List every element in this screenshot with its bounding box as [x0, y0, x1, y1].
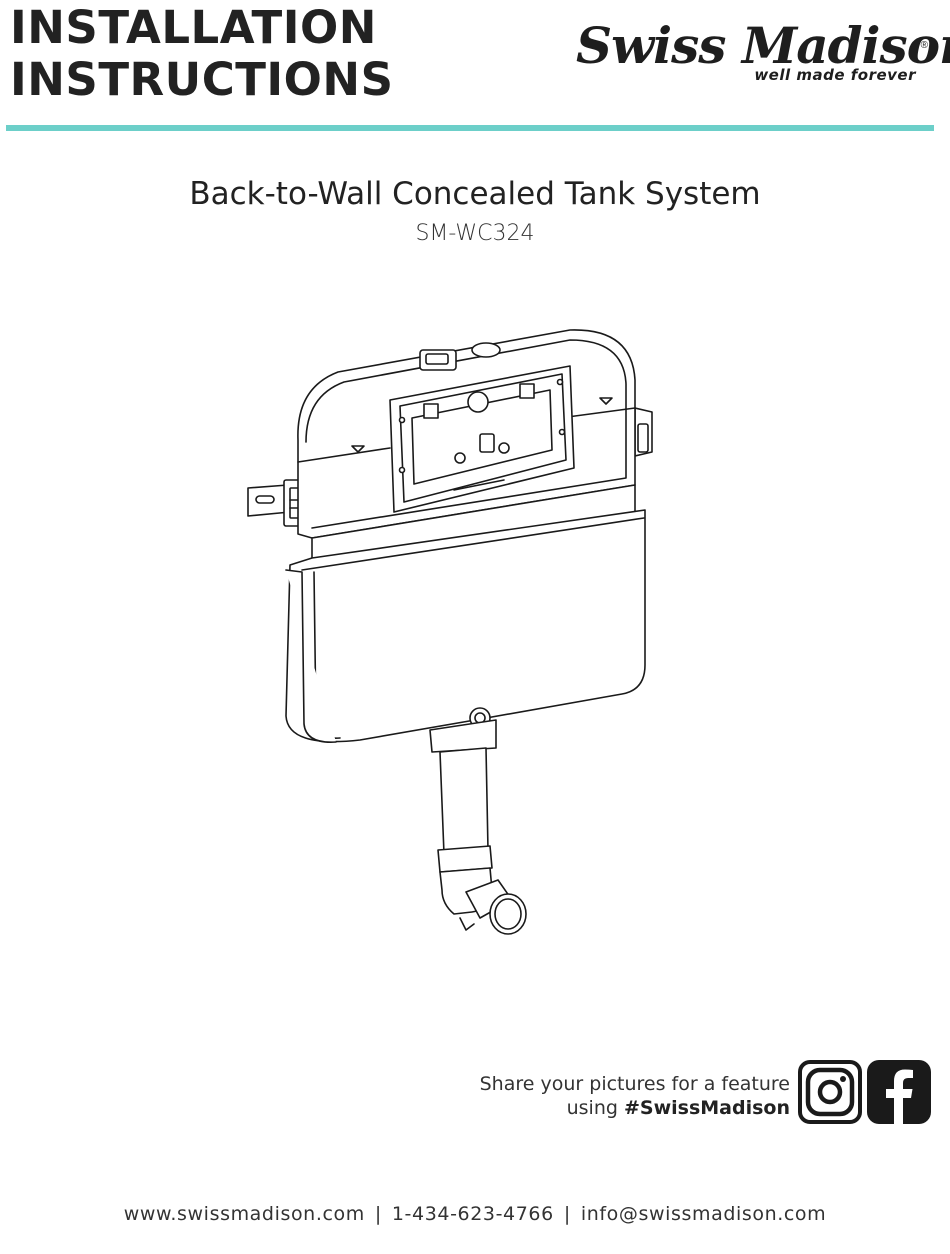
page-title-line-2: INSTRUCTIONS [10, 53, 394, 106]
share-line-1: Share your pictures for a feature [479, 1073, 790, 1095]
share-message: Share your pictures for a feature using … [480, 1072, 790, 1120]
registered-mark: ® [920, 40, 928, 51]
brand-logo-name: Swiss Madison [576, 16, 950, 75]
page-title-line-1: INSTALLATION [10, 1, 377, 54]
instagram-icon[interactable] [798, 1060, 862, 1124]
brand-tagline: well made forever [754, 66, 916, 84]
footer-contact: www.swissmadison.com | 1-434-623-4766 | info… [0, 1203, 950, 1225]
brand-logo: Swiss Madison ® well made forever [576, 16, 950, 88]
concealed-tank-illustration [247, 329, 653, 935]
footer-separator: | [563, 1203, 571, 1225]
footer-separator: | [374, 1203, 382, 1225]
hashtag: #SwissMadison [623, 1097, 790, 1119]
model-number: SM-WC324 [415, 221, 535, 246]
share-line-2: using #SwissMadison [480, 1096, 790, 1120]
share-line-2-prefix: using [566, 1097, 624, 1119]
outlet-pipe [429, 719, 527, 935]
right-wall-bracket [634, 407, 653, 457]
flush-plate-frame [389, 365, 575, 513]
footer-website[interactable]: www.swissmadison.com [123, 1203, 365, 1225]
header-divider [6, 125, 934, 131]
page-title: INSTALLATION INSTRUCTIONS [10, 2, 394, 106]
facebook-icon[interactable] [867, 1060, 931, 1124]
footer-phone[interactable]: 1-434-623-4766 [391, 1203, 554, 1225]
footer-email[interactable]: info@swissmadison.com [580, 1203, 827, 1225]
document-title: Back-to-Wall Concealed Tank System [189, 176, 761, 212]
cistern-body [285, 484, 646, 743]
